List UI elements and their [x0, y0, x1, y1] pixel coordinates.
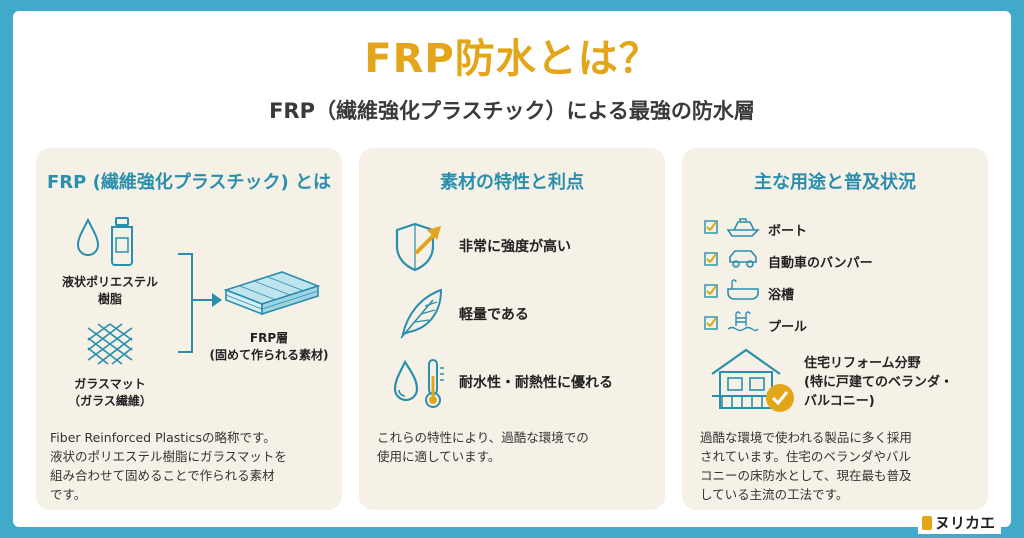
- use-car-bumper: 自動車のバンパー: [768, 256, 873, 271]
- reform-line1: 住宅リフォーム分野: [804, 356, 921, 371]
- feature-lightweight: 軽量である: [459, 307, 529, 323]
- card1-text-line2: 液状のポリエステル樹脂にガラスマットを: [50, 449, 287, 464]
- label-glass-line2: （ガラス繊維）: [68, 394, 152, 408]
- glass-fiber-mesh-icon: [87, 323, 133, 365]
- label-resin-line2: 樹脂: [97, 292, 122, 306]
- logo-mark-icon: [922, 516, 932, 530]
- checkbox-icon: [704, 252, 718, 266]
- feather-icon: [400, 288, 443, 339]
- label-resin-line1: 液状ポリエステル: [61, 275, 158, 289]
- bathtub-icon: [727, 279, 759, 300]
- card1-text-line3: 組み合わせて固めることで作られる素材: [50, 468, 275, 483]
- pool-icon: [727, 311, 759, 332]
- reform-line3: バルコニー): [804, 394, 875, 409]
- card3-text-line1: 過酷な環境で使われる製品に多く採用: [700, 430, 912, 445]
- card1-text-line4: です。: [50, 487, 87, 502]
- brand-logo: ヌリカエ: [918, 512, 1002, 534]
- feature-water-heat-resistance: 耐水性・耐熱性に優れる: [459, 375, 613, 391]
- card-heading: 主な用途と普及状況: [754, 172, 916, 193]
- label-glass-line1: ガラスマット: [74, 377, 146, 391]
- label-frp-line1: FRP層: [249, 331, 289, 345]
- card3-text-line3: コニーの床防水として、現在最も普及: [700, 468, 912, 483]
- combine-arrow-icon: [178, 253, 222, 353]
- card3-text-line4: している主流の工法です。: [700, 487, 849, 502]
- water-thermometer-icon: [393, 359, 444, 408]
- checkbox-icon: [704, 220, 718, 234]
- reform-line2: (特に戸建てのベランダ・: [804, 375, 953, 390]
- reform-title: 住宅リフォーム分野 (特に戸建てのベランダ・ バルコニー): [804, 354, 984, 411]
- feature-strength: 非常に強度が高い: [459, 239, 571, 255]
- logo-text: ヌリカエ: [935, 514, 996, 532]
- car-icon: [729, 250, 757, 268]
- checkbox-icon: [704, 284, 718, 298]
- page-subtitle: FRP（繊維強化プラスチック）による最強の防水層: [269, 99, 755, 123]
- house-check-icon: [711, 348, 794, 412]
- card-heading: FRP (繊維強化プラスチック) とは: [47, 172, 331, 193]
- use-bathtub: 浴槽: [768, 288, 795, 303]
- label-frp-line2: (固めて作られる素材): [209, 348, 329, 362]
- card3-text-line2: されています。住宅のベランダやバル: [700, 449, 911, 464]
- card-frp-definition: FRP (繊維強化プラスチック) とは 液状ポリエステル 樹脂 ガラスマット （…: [36, 148, 342, 510]
- shield-arrow-up-icon: [395, 222, 441, 272]
- page-title: FRP防水とは？: [364, 36, 660, 82]
- card1-text-line1: Fiber Reinforced Plasticsの略称です。: [50, 430, 276, 445]
- resin-drop-bottle-icon: [76, 217, 133, 266]
- checkbox-icon: [704, 316, 718, 330]
- boat-icon: [726, 218, 760, 237]
- card2-text-line2: 使用に適しています。: [377, 449, 501, 464]
- card-applications: 主な用途と普及状況 ボート 自動車のバンパー 浴槽 プール 住宅リフォーム分野 …: [682, 148, 988, 510]
- frp-layer-icon: [223, 271, 321, 316]
- card2-text-line1: これらの特性により、過酷な環境での: [377, 430, 589, 445]
- card-heading: 素材の特性と利点: [440, 172, 584, 193]
- card-material-properties: 素材の特性と利点 非常に強度が高い 軽量である 耐水性・耐熱性に優れる これらの…: [359, 148, 665, 510]
- use-boat: ボート: [768, 224, 808, 239]
- use-pool: プール: [768, 320, 808, 335]
